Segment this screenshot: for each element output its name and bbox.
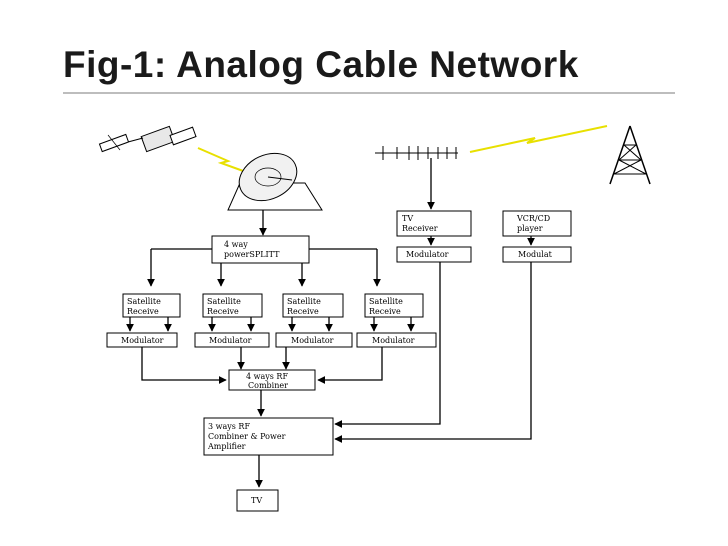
receiver-label: Satellite (127, 297, 161, 306)
tv-receiver: TV Receiver (396, 210, 472, 237)
vcr-label: player (517, 224, 543, 233)
modulator-4: Modulator (356, 332, 437, 348)
receiver-label: Receive (369, 307, 401, 316)
amplifier-label: Amplifier (207, 442, 246, 451)
modulator-label: Modulator (291, 336, 334, 345)
broadcast-tower-icon (609, 125, 651, 185)
satellite-receiver-3: Satellite Receive (282, 293, 344, 318)
tv-modulator: Modulator (396, 246, 472, 263)
receiver-label: Receive (127, 307, 159, 316)
modulator-2: Modulator (194, 332, 270, 348)
power-splitter: 4 way powerSPLITT (211, 235, 310, 264)
satellite-receiver-4: Satellite Receive (364, 293, 424, 318)
satellite-icon (98, 125, 197, 153)
rf-combiner-4way: 4 ways RF Combiner (228, 369, 316, 391)
title-divider (63, 92, 675, 94)
modulator-label: Modulator (372, 336, 415, 345)
signal-bolt-icon (469, 125, 608, 153)
receiver-label: Satellite (207, 297, 241, 306)
modulator-1: Modulator (106, 332, 178, 348)
receiver-label: Satellite (287, 297, 321, 306)
modulator-label: Modulator (209, 336, 252, 345)
modulator-3: Modulator (275, 332, 353, 348)
splitter-label-2: powerSPLITT (224, 250, 280, 259)
tv-antenna-icon (375, 146, 458, 160)
vcr-modulator-label: Modulat (518, 250, 553, 259)
amplifier-label: 3 ways RF (208, 422, 250, 431)
vcr-modulator: Modulat (502, 246, 572, 263)
vcr-label: VCR/CD (516, 214, 550, 223)
combiner-label: 4 ways RF (246, 372, 288, 381)
splitter-label-1: 4 way (224, 240, 248, 249)
slide-title: Fig-1: Analog Cable Network (63, 44, 579, 85)
tv-modulator-label: Modulator (406, 250, 449, 259)
modulator-label: Modulator (121, 336, 164, 345)
rf-combiner-amplifier: 3 ways RF Combiner & Power Amplifier (203, 417, 334, 456)
vcr-cd-player: VCR/CD player (502, 210, 572, 237)
tv-label: TV (251, 496, 262, 505)
tv-receiver-label: Receiver (402, 224, 438, 233)
receiver-label: Receive (287, 307, 319, 316)
receiver-label: Satellite (369, 297, 403, 306)
satellite-receiver-2: Satellite Receive (202, 293, 263, 318)
amplifier-label: Combiner & Power (208, 432, 286, 441)
receiver-label: Receive (207, 307, 239, 316)
tv-output: TV (236, 489, 279, 512)
satellite-dish-icon (227, 152, 323, 211)
signal-bolt-icon (197, 147, 247, 173)
tv-receiver-label: TV (402, 214, 413, 223)
combiner-label: Combiner (248, 381, 288, 390)
satellite-receiver-1: Satellite Receive (122, 293, 181, 318)
